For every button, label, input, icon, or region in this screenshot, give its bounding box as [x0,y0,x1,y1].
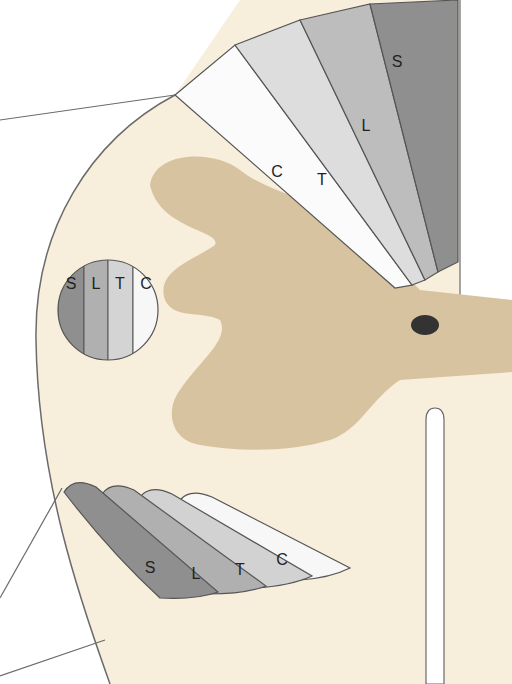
ventral-band [64,483,218,599]
dorsal-root-line [0,95,175,120]
region-letter: C [140,276,152,292]
region-letter: C [276,552,288,568]
ventral-root-line [0,640,105,676]
region-letter: S [145,560,156,576]
dorsal-band [370,0,458,272]
region-letter: L [362,118,371,134]
circle-band [84,258,108,362]
region-letter: T [317,172,327,188]
ventral-root-line [0,488,62,598]
circle-band [58,258,84,362]
circle-outline [58,260,158,360]
region-letter: L [192,566,201,582]
white-matter [36,0,512,684]
region-letter: C [271,164,283,180]
region-letter: L [92,276,101,292]
circle-band [108,258,133,362]
region-letter: T [235,562,245,578]
region-letter: S [66,276,77,292]
ventral-fissure [426,408,444,684]
region-letter: S [392,54,403,70]
circle-band [133,258,160,362]
region-letter: T [115,276,125,292]
central-canal [411,315,439,335]
